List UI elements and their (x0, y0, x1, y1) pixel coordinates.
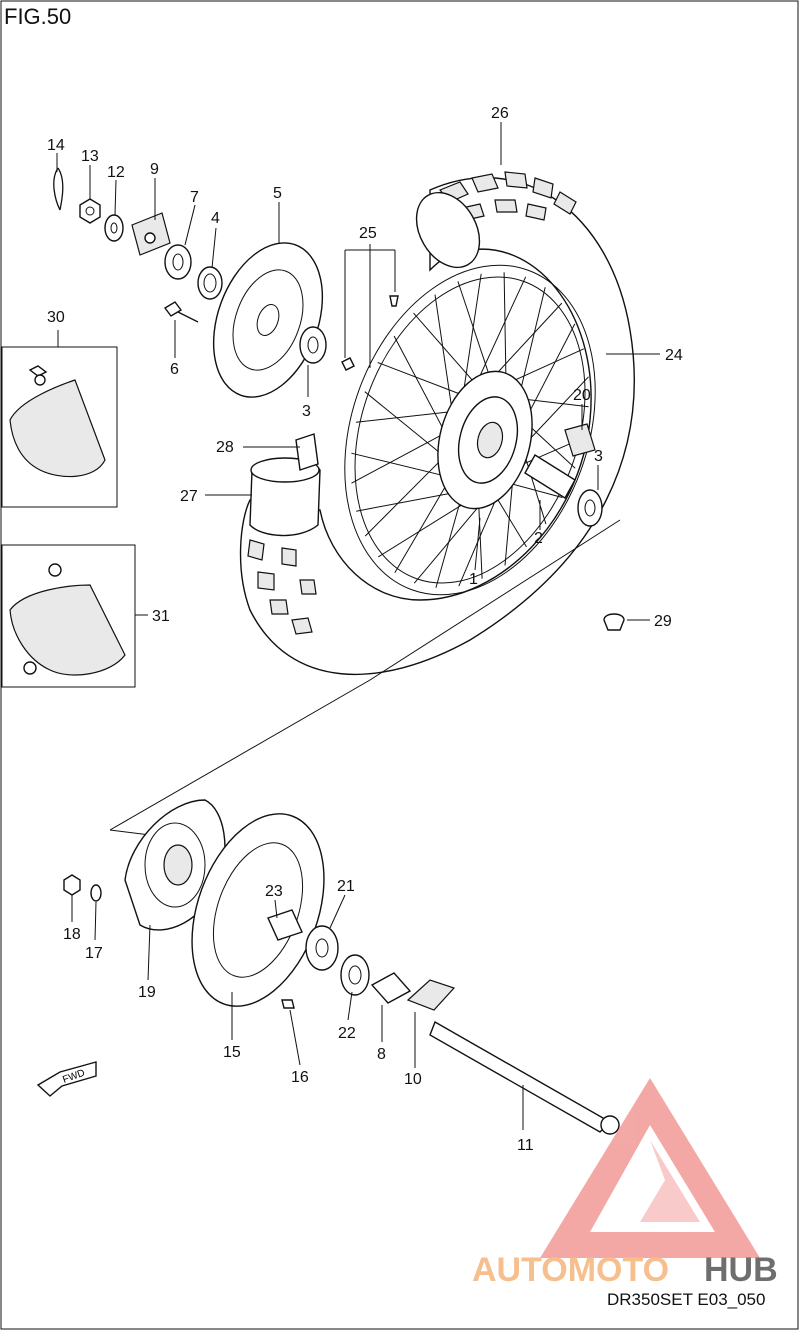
figure-title: FIG.50 (4, 4, 71, 29)
spoke (355, 409, 465, 423)
callout-1: 1 (469, 571, 478, 588)
cotter-pin-14 (53, 167, 64, 211)
washer-12 (104, 214, 124, 242)
sprocket-assembly (63, 519, 621, 1135)
callout-16: 16 (291, 1069, 309, 1086)
callout-20: 20 (573, 387, 591, 404)
callout-15: 15 (223, 1044, 241, 1061)
callout-26: 26 (491, 105, 509, 122)
callout-27: 27 (180, 488, 198, 505)
chain-adjuster-10 (406, 979, 456, 1011)
callout-2: 2 (534, 530, 543, 547)
callout-23: 23 (265, 883, 283, 900)
chain-adjuster-9 (131, 212, 171, 256)
bolt-6 (163, 301, 199, 323)
spacer-2 (524, 454, 576, 499)
bearing-3-right (577, 489, 603, 527)
damper-20 (564, 423, 596, 457)
watermark-text-b: HUB (704, 1251, 778, 1289)
rear-wheel-assembly (239, 171, 635, 675)
callout-labels: 1 2 3 3 4 5 6 7 8 9 10 11 12 13 14 15 16… (47, 105, 683, 1154)
bearing-3-left (299, 326, 327, 364)
rim-lock (341, 357, 355, 371)
watermark-triangle-icon (540, 1078, 760, 1258)
callout-24: 24 (665, 347, 683, 364)
plug-29 (603, 613, 625, 631)
axle-11 (429, 1020, 612, 1133)
bearing-21 (305, 925, 339, 971)
nut-18 (63, 874, 81, 896)
callout-14: 14 (47, 137, 65, 154)
drawing-code: DR350SET E03_050 (607, 1290, 765, 1309)
callout-8: 8 (377, 1046, 386, 1063)
callout-3: 3 (302, 403, 311, 420)
watermark-text-a: AUTOMOTO (472, 1251, 669, 1289)
callout-11: 11 (517, 1137, 534, 1154)
hub-bore (476, 421, 504, 459)
leader-lines (56, 122, 660, 1130)
callout-6: 6 (170, 361, 179, 378)
callout-29: 29 (654, 613, 672, 630)
callout-22: 22 (338, 1025, 356, 1042)
brake-disc-5 (212, 242, 324, 398)
callout-5: 5 (273, 185, 282, 202)
nut-13 (79, 198, 101, 224)
spacer-8 (370, 972, 412, 1004)
callout-9: 9 (150, 161, 159, 178)
oil-seal-22 (340, 954, 370, 996)
spoke (377, 362, 474, 400)
callout-31: 31 (152, 608, 170, 625)
guard-box-31 (1, 544, 136, 688)
washer-17 (90, 884, 102, 902)
callout-3: 3 (594, 448, 603, 465)
callout-25: 25 (359, 225, 377, 242)
callout-18: 18 (63, 926, 81, 943)
callout-12: 12 (107, 164, 125, 181)
tire-outline (239, 176, 635, 675)
tire-tread-bottom (247, 539, 317, 635)
tube-28 (295, 433, 319, 471)
tube-and-band (249, 433, 321, 537)
callout-4: 4 (211, 210, 220, 227)
callout-10: 10 (404, 1071, 422, 1088)
callout-13: 13 (81, 148, 99, 165)
bolt-16 (281, 999, 295, 1009)
callout-7: 7 (190, 189, 199, 206)
guard-box-30 (1, 346, 118, 508)
valve-cap (389, 295, 399, 307)
tire-tread-top (439, 171, 577, 221)
callout-19: 19 (138, 984, 156, 1001)
tire-cutaway (415, 191, 481, 269)
axle-nut (600, 1115, 620, 1135)
spacer-7 (164, 244, 192, 280)
fwd-arrow-icon: FWD (36, 1061, 97, 1097)
rim-outer (344, 264, 596, 596)
oil-seal-4 (197, 266, 223, 300)
callout-21: 21 (337, 878, 355, 895)
watermark-logo: AUTOMOTO HUB (472, 1078, 778, 1289)
callout-30: 30 (47, 309, 65, 326)
callout-28: 28 (216, 439, 234, 456)
bearing-bore-icon (584, 499, 596, 517)
callout-17: 17 (85, 945, 103, 962)
